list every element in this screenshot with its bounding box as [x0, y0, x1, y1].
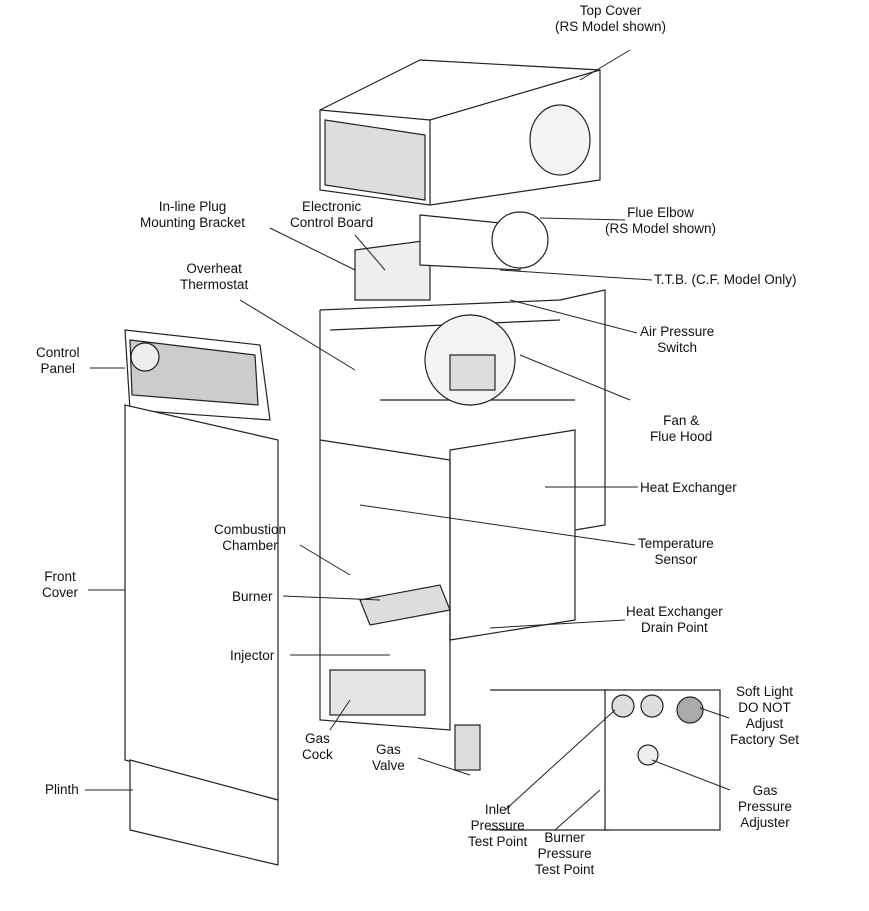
label-line: Top Cover: [579, 3, 642, 18]
label-line: Flue Hood: [650, 429, 713, 444]
label-line: Thermostat: [180, 277, 249, 292]
label-line: Burner: [544, 830, 585, 845]
burner-part: [329, 584, 451, 716]
label-line: Mounting Bracket: [140, 215, 246, 230]
label-burner: Burner: [232, 589, 273, 604]
label-line: Drain Point: [641, 620, 708, 635]
label-line: Gas: [752, 783, 778, 798]
label-line: Factory Set: [730, 732, 800, 747]
flue-elbow-part: [491, 211, 549, 269]
label-line: Pressure: [738, 799, 793, 814]
label-line: Sensor: [654, 552, 698, 567]
label-line: Fan &: [663, 413, 700, 428]
fan-part: [424, 314, 516, 406]
label-line: Inlet: [484, 802, 511, 817]
gas-valve-detail: [454, 689, 721, 831]
control-panel-part: [124, 329, 271, 421]
main-chassis: [319, 289, 606, 731]
label-line: (RS Model shown): [605, 221, 717, 236]
label-line: Gas: [376, 742, 401, 757]
label-line: Electronic: [302, 199, 362, 214]
label-line: Control: [36, 345, 80, 360]
label-line: Temperature: [638, 536, 714, 551]
label-fan-flue-hood: Fan &Flue Hood: [650, 413, 712, 445]
label-line: Heat Exchanger: [626, 604, 723, 619]
label-plinth: Plinth: [45, 782, 79, 797]
label-line: Switch: [657, 340, 698, 355]
label-ttb: T.T.B. (C.F. Model Only): [654, 272, 797, 287]
label-line: Soft Light: [735, 684, 794, 699]
label-line: Panel: [40, 361, 76, 376]
label-flue-elbow: Flue Elbow(RS Model shown): [605, 205, 716, 237]
label-line: In-line Plug: [158, 199, 227, 214]
plinth-part: [129, 759, 279, 866]
leader-lines: [85, 49, 731, 831]
label-line: Adjust: [745, 716, 784, 731]
label-injector: Injector: [230, 648, 275, 663]
top-cover-part: [319, 59, 601, 206]
label-line: Front: [44, 569, 76, 584]
label-line: Test Point: [468, 834, 528, 849]
label-heat-exchanger: Heat Exchanger: [640, 480, 737, 495]
label-line: Combustion: [214, 522, 287, 537]
label-line: Pressure: [537, 846, 592, 861]
label-line: (RS Model shown): [555, 19, 667, 34]
label-line: Chamber: [222, 538, 278, 553]
label-line: Air Pressure: [640, 324, 715, 339]
label-line: Overheat: [186, 261, 242, 276]
label-top-cover: Top Cover(RS Model shown): [555, 3, 666, 35]
label-line: Pressure: [470, 818, 525, 833]
label-line: Flue Elbow: [627, 205, 694, 220]
label-line: Cover: [42, 585, 79, 600]
label-line: Adjuster: [740, 815, 790, 830]
label-line: Cock: [302, 747, 333, 762]
label-line: Valve: [372, 758, 405, 773]
label-line: Gas: [305, 731, 330, 746]
label-line: DO NOT: [738, 700, 791, 715]
label-line: Test Point: [535, 862, 595, 877]
label-line: Control Board: [290, 215, 374, 230]
